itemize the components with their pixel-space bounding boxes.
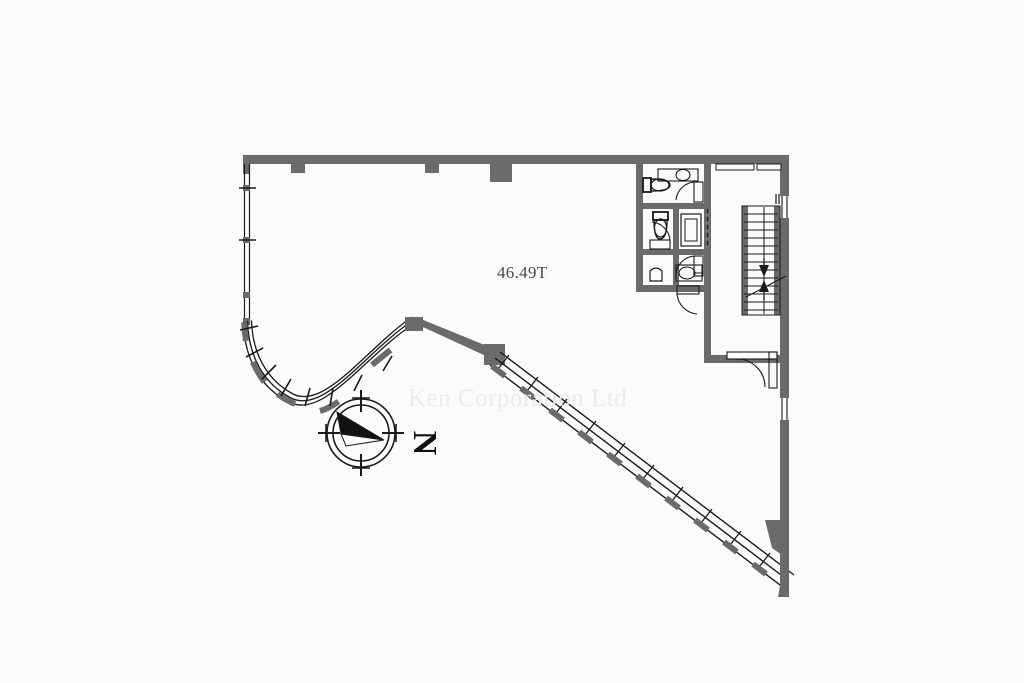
curved-curtain-wall bbox=[239, 316, 413, 414]
door-upper-restroom bbox=[675, 181, 704, 203]
sink-lower bbox=[675, 264, 703, 282]
east-exterior-wall bbox=[765, 155, 789, 597]
fixture-lower bbox=[649, 267, 663, 282]
stair-down-arrow bbox=[759, 258, 769, 277]
area-label: 46.49T bbox=[497, 263, 548, 282]
door-middle-restroom bbox=[649, 221, 671, 250]
wall-segment-to-diagonal bbox=[412, 317, 505, 365]
lobby-top-openings bbox=[715, 163, 782, 171]
duct-shaft bbox=[680, 213, 702, 247]
stair-up-arrow bbox=[759, 280, 769, 300]
top-exterior-wall bbox=[243, 155, 789, 182]
toilet-upper bbox=[642, 177, 671, 193]
staircase bbox=[741, 194, 787, 316]
toilet-middle bbox=[652, 211, 669, 240]
west-window-wall bbox=[239, 164, 256, 325]
diagonal-curtain-wall bbox=[489, 351, 795, 589]
door-lobby-entrance bbox=[726, 351, 778, 389]
compass-rose bbox=[318, 390, 404, 476]
door-lower-restroom bbox=[675, 255, 704, 277]
compass-north-letter: N bbox=[406, 430, 443, 456]
door-core-bottom bbox=[676, 285, 700, 315]
sink-upper bbox=[657, 168, 699, 182]
